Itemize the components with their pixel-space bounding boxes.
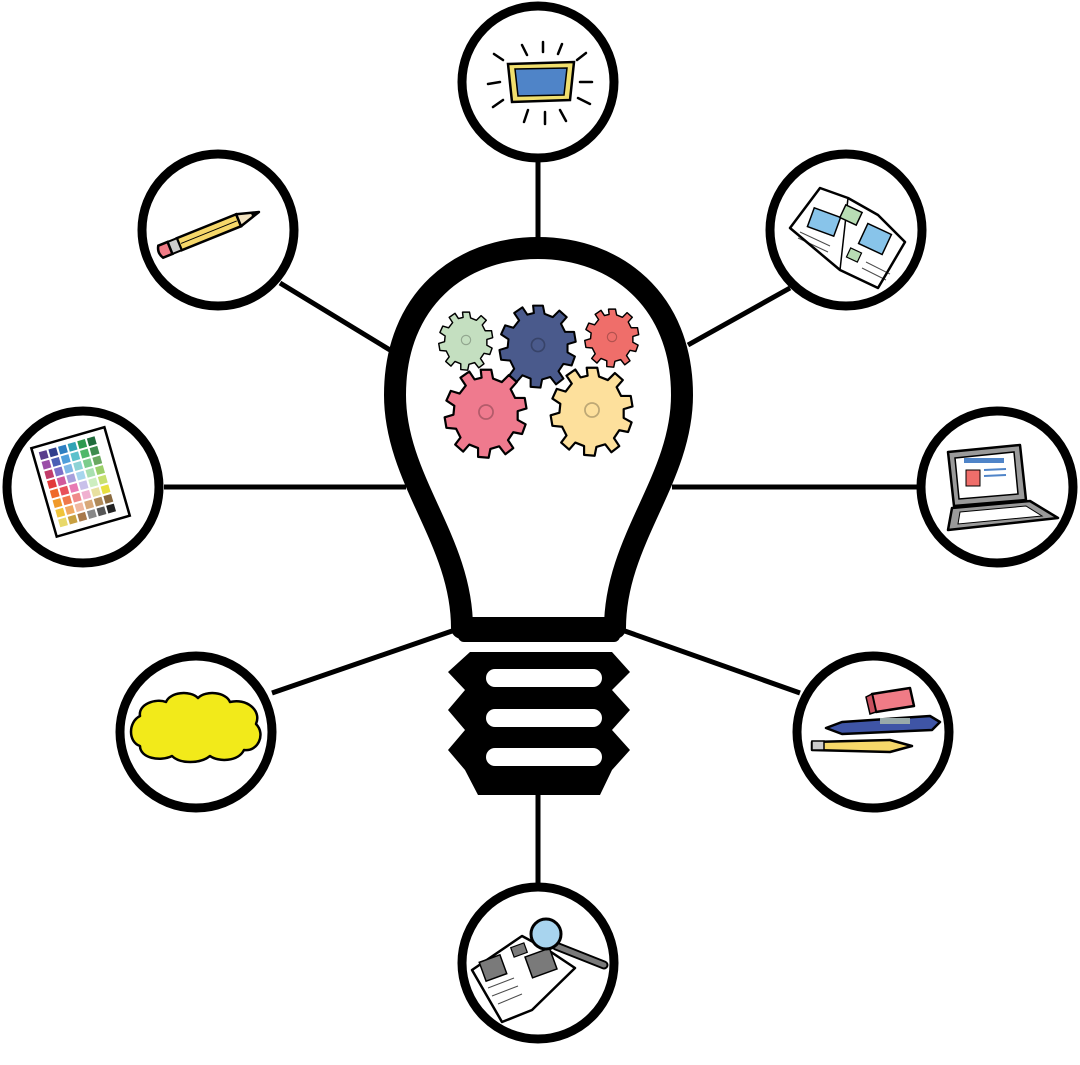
bulb-base bbox=[448, 652, 630, 795]
connector-lines bbox=[164, 160, 918, 886]
pencil-icon bbox=[156, 210, 261, 260]
laptop-icon bbox=[946, 443, 1060, 532]
glowing-screen-icon bbox=[486, 40, 594, 126]
yellow-cloud-icon bbox=[129, 691, 262, 764]
color-swatch-chart-icon bbox=[29, 425, 132, 539]
eraser-pen-pencil-icon bbox=[810, 686, 942, 754]
magnifier-newspaper-icon bbox=[470, 917, 609, 1024]
open-magazine-icon bbox=[788, 186, 907, 290]
